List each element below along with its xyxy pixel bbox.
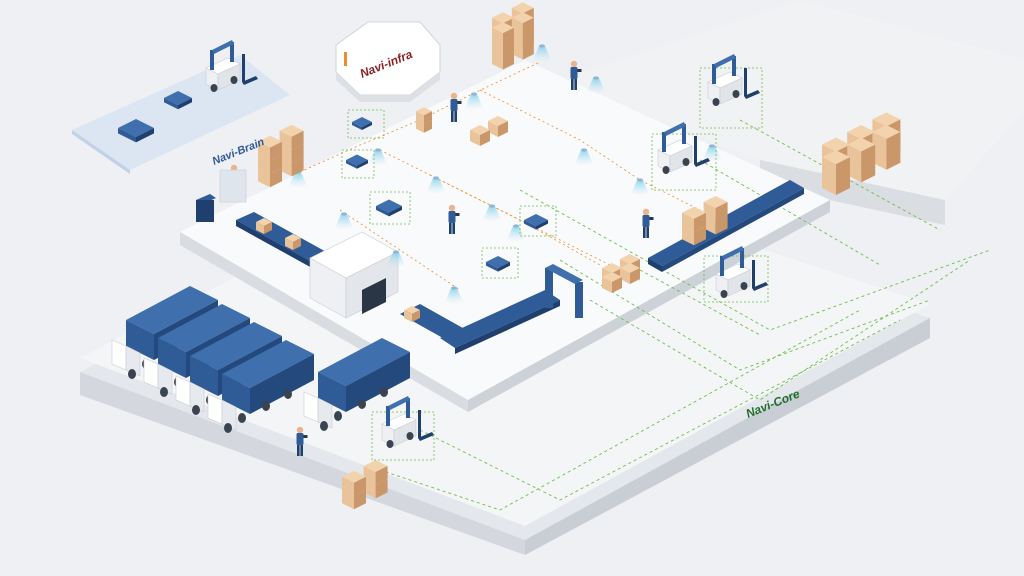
terminal-kiosk-icon: [196, 169, 247, 222]
box-stack: [342, 460, 388, 510]
cardboard-box-icon: [620, 263, 640, 284]
tracking-frame: [699, 67, 763, 129]
worker-icon: [570, 60, 582, 90]
cardboard-box-icon: [258, 135, 282, 161]
cardboard-box-icon: [416, 107, 432, 124]
cardboard-box-icon: [602, 272, 622, 293]
ceiling-sensor-icon: [426, 176, 446, 194]
cardboard-box-icon: [511, 12, 534, 36]
tracking-frame: [481, 247, 519, 279]
box-stack: [682, 196, 728, 246]
sorting-tunnel: [309, 231, 399, 319]
ceiling-sensor-icon: [532, 44, 552, 62]
agv-robot-icon: [376, 199, 402, 217]
infra-accent: [344, 52, 347, 66]
navi-infra-node: [335, 21, 441, 102]
cardboard-box-icon: [363, 460, 388, 486]
ceiling-sensor-icon: [586, 76, 606, 94]
ceiling-sensor-icon: [464, 92, 484, 110]
cardboard-box-icon: [256, 218, 272, 234]
ceiling-sensor-icon: [630, 178, 650, 196]
ceiling-sensor-icon: [386, 250, 406, 268]
worker-icon: [448, 204, 460, 234]
forklift-icon: [205, 40, 258, 92]
box-stack: [416, 107, 432, 133]
cardboard-box-icon: [872, 125, 901, 155]
forklift-icon: [657, 122, 710, 174]
delivery-truck-icon: [207, 340, 314, 433]
box-stack: [258, 124, 304, 188]
cardboard-box-icon: [404, 306, 420, 322]
cardboard-box-icon: [285, 234, 301, 250]
tracking-frame: [369, 191, 411, 225]
agv-robot-icon: [486, 256, 510, 272]
box-stack: [822, 112, 901, 195]
ceiling-sensor-icon: [702, 144, 722, 162]
agv-robot-icon: [164, 91, 192, 110]
tracking-frame: [703, 255, 769, 303]
cardboard-box-icon: [682, 206, 706, 232]
box-stack: [492, 2, 534, 70]
delivery-truck-icon: [303, 338, 410, 431]
forklift-icon: [381, 396, 434, 448]
ceiling-sensor-icon: [506, 224, 526, 242]
back-platform: [560, 0, 1024, 225]
tracking-frame: [347, 109, 385, 139]
box-stacks: [256, 2, 901, 510]
sensor-beams: [288, 44, 722, 304]
tracking-frame: [519, 205, 557, 237]
forklifts: [205, 40, 768, 448]
cardboard-box-icon: [279, 124, 304, 150]
ceiling-sensor-icon: [444, 286, 464, 304]
box-stack: [470, 116, 508, 146]
forklift-icon: [715, 246, 768, 298]
agv-robot-icon: [352, 117, 372, 130]
agv-robot-icon: [524, 214, 548, 230]
worker-icon: [296, 426, 308, 456]
worker-icon: [642, 208, 654, 238]
tracking-frame: [371, 411, 435, 461]
worker-icon: [450, 92, 462, 122]
agv-robots: [118, 91, 548, 272]
ceiling-sensor-icon: [368, 148, 388, 166]
ceiling-sensor-icon: [574, 148, 594, 166]
cardboard-box-icon: [342, 470, 366, 496]
cardboard-box-icon: [847, 137, 876, 167]
conveyor-belt: [236, 180, 804, 354]
ceiling-sensor-icon: [334, 212, 354, 230]
forklift-icon: [707, 54, 760, 106]
cardboard-box-icon: [488, 116, 508, 137]
ceiling-sensor-icon: [482, 204, 502, 222]
cardboard-box-icon: [703, 196, 728, 222]
cardboard-box-icon: [822, 150, 850, 180]
agv-robot-icon: [346, 154, 368, 169]
tracking-frame: [341, 149, 375, 179]
box-stack: [602, 254, 640, 293]
cardboard-box-icon: [470, 125, 490, 146]
scanner-arch: [545, 264, 583, 318]
tracking-frames: [341, 67, 769, 461]
cardboard-box-icon: [492, 22, 514, 46]
agv-robot-icon: [118, 119, 154, 143]
truck-fleet: [111, 286, 410, 433]
navi-brain-zone: [72, 55, 290, 174]
